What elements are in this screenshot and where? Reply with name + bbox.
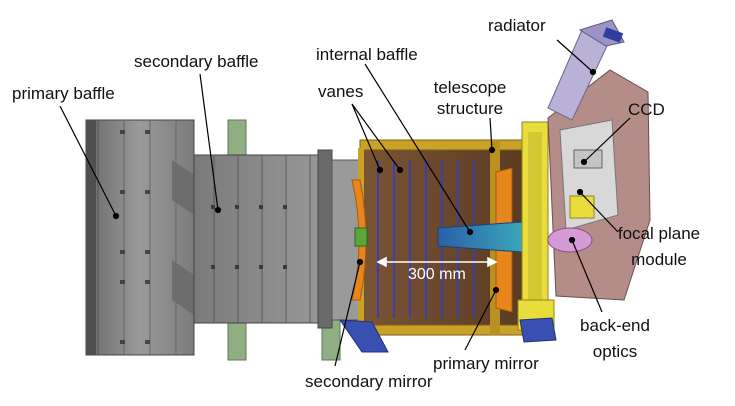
label-ccd: CCD — [628, 100, 665, 119]
label-secondary-baffle: secondary baffle — [134, 52, 259, 71]
label-vanes: vanes — [318, 82, 364, 101]
rear-yellow-structure — [517, 121, 555, 333]
base-bracket — [339, 319, 389, 353]
focal-plane-electronics — [569, 195, 595, 219]
secondary-baffle — [193, 149, 333, 329]
label-telescope-structure-line2: structure — [436, 99, 504, 118]
radiator-panel — [547, 19, 625, 121]
label-internal-baffle: internal baffle — [316, 45, 418, 64]
label-radiator: radiator — [488, 16, 546, 35]
base-bracket-rear — [519, 317, 557, 343]
leader-lines — [59, 39, 631, 367]
label-secondary-mirror: secondary mirror — [305, 372, 433, 391]
dimension-arrow — [376, 256, 498, 268]
label-primary-mirror: primary mirror — [433, 354, 539, 373]
label-focal-plane-module-line1: focal plane — [617, 224, 701, 243]
label-focal-plane-module-line2: module — [631, 250, 687, 269]
label-primary-baffle: primary baffle — [12, 84, 115, 103]
secondary-mirror-mount — [354, 227, 368, 247]
label-back-end-optics-line2: optics — [592, 342, 638, 361]
label-back-end-optics-line1: back-end — [580, 316, 650, 335]
primary-baffle — [85, 119, 195, 356]
label-telescope-structure-line1: telescope — [433, 78, 507, 97]
label-dimension: 300 mm — [408, 266, 466, 283]
